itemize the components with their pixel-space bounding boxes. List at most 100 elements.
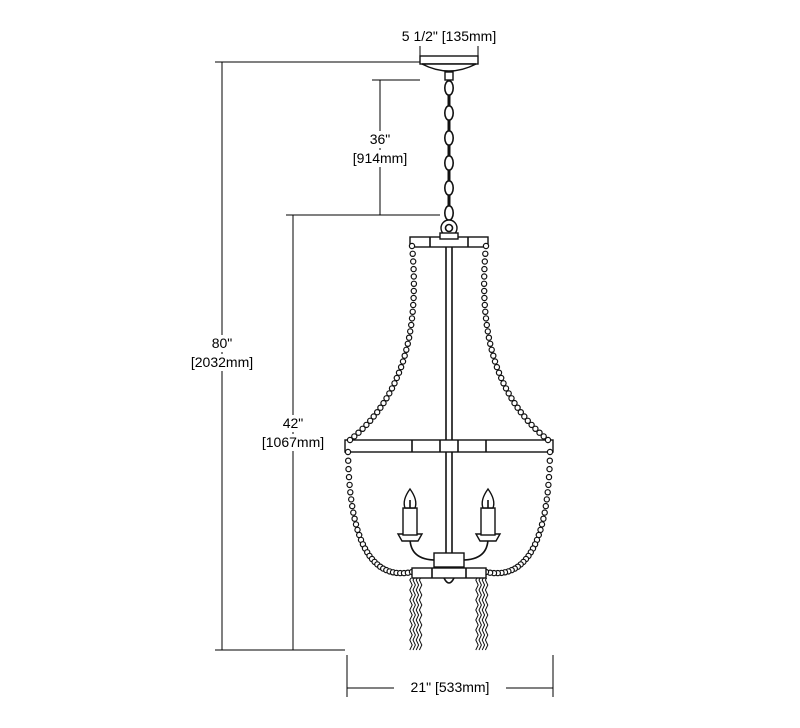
canopy — [419, 55, 479, 81]
bead — [500, 380, 507, 387]
body-width-label: 21" [533mm] — [394, 679, 506, 696]
bead — [404, 340, 411, 347]
bead — [483, 321, 490, 329]
bead — [391, 380, 398, 387]
tassel-strand — [484, 577, 489, 651]
bead — [345, 465, 352, 473]
tassel-strand — [415, 577, 420, 651]
bead — [482, 308, 489, 315]
chain-link — [443, 205, 454, 222]
bead — [541, 509, 548, 516]
candle-right — [474, 487, 502, 542]
bead — [546, 465, 553, 473]
bead — [408, 315, 416, 322]
tassel-strand — [418, 577, 423, 651]
bead — [538, 521, 546, 528]
bead — [345, 473, 353, 481]
bead — [351, 433, 358, 440]
bead — [528, 421, 535, 429]
bead — [380, 399, 387, 407]
tassel-strand — [481, 577, 486, 651]
bead — [410, 280, 418, 287]
bead — [403, 346, 410, 353]
tassel-strand — [409, 577, 413, 651]
bead — [348, 496, 355, 503]
bead — [517, 409, 525, 416]
bead — [410, 258, 417, 265]
bead — [345, 457, 352, 464]
bead — [354, 526, 361, 534]
bead — [521, 413, 528, 420]
bead — [480, 280, 488, 287]
bead — [532, 425, 539, 432]
bead — [346, 481, 353, 489]
bead — [544, 436, 552, 444]
bead — [405, 334, 413, 341]
overall-height-mm-label: [2032mm] — [180, 354, 264, 371]
middle-ring — [344, 439, 554, 453]
bead — [481, 294, 488, 302]
chain — [443, 80, 454, 222]
chain-link — [443, 180, 454, 197]
bead — [410, 265, 417, 273]
chain-length-mm-label: [914mm] — [342, 150, 418, 167]
bead — [495, 369, 503, 376]
bead — [482, 315, 490, 322]
bead — [388, 385, 396, 392]
bead — [481, 258, 488, 265]
bead — [352, 521, 360, 528]
bead — [383, 395, 390, 402]
bead — [410, 287, 417, 295]
bead — [410, 301, 417, 309]
bead — [409, 250, 416, 257]
bead — [401, 352, 408, 359]
candle-arms — [409, 537, 489, 568]
chain-link — [443, 155, 454, 172]
bead — [540, 433, 547, 440]
center-rod — [445, 247, 453, 555]
bead — [395, 369, 403, 376]
bead — [536, 429, 543, 436]
bead — [502, 385, 510, 392]
bead — [408, 321, 415, 329]
chain-link — [443, 105, 454, 122]
bead — [367, 417, 374, 424]
bead — [481, 273, 488, 280]
bead — [511, 399, 518, 407]
bead — [524, 417, 532, 424]
bead — [410, 294, 417, 302]
bead — [397, 363, 405, 371]
canopy-width-label: 5 1/2" [135mm] — [393, 28, 505, 45]
body-height-mm-label: [1067mm] — [253, 434, 333, 451]
bead — [344, 448, 352, 456]
top-ring — [409, 232, 489, 248]
bead — [351, 515, 358, 522]
overall-height-inch-label: 80" — [200, 335, 244, 352]
tassel-strand — [478, 577, 482, 651]
bead — [543, 496, 551, 503]
bead — [386, 390, 393, 397]
bead — [493, 363, 501, 371]
bead — [488, 346, 495, 353]
tassel-strand — [475, 577, 479, 651]
bead — [481, 287, 488, 295]
bead — [540, 515, 547, 522]
bead — [542, 502, 550, 510]
tassel-strand — [412, 577, 416, 651]
bead — [355, 429, 362, 436]
bead-strands — [344, 242, 554, 577]
bead — [347, 489, 354, 496]
bead — [546, 448, 554, 456]
bead — [505, 390, 512, 397]
bead — [363, 421, 370, 429]
bead — [377, 404, 384, 411]
bead — [374, 409, 381, 416]
bead — [514, 404, 521, 411]
bead — [359, 425, 366, 432]
bead — [408, 242, 416, 250]
bead — [482, 242, 490, 250]
bead — [481, 301, 488, 309]
bead — [481, 265, 488, 273]
chain-link — [443, 80, 454, 97]
